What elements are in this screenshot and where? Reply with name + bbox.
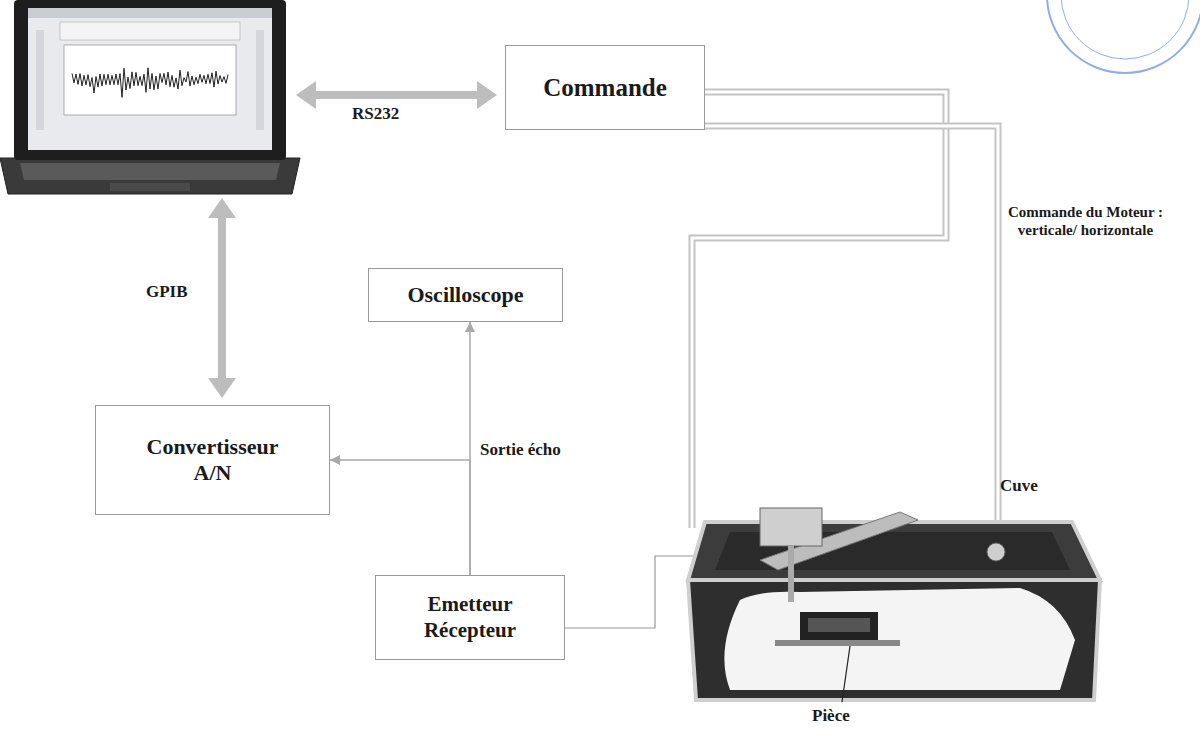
arrow-head <box>330 455 340 465</box>
note-label: Commande du Moteur : verticale/ horizont… <box>978 203 1193 239</box>
part-name: Cuve <box>1000 476 1038 496</box>
laptop <box>0 0 300 194</box>
box-label: Commande <box>543 73 667 103</box>
motor-cable <box>692 92 998 548</box>
control-box: Commande <box>505 45 705 130</box>
leader-line <box>842 646 850 702</box>
gpib-link <box>208 198 236 398</box>
part-name: Pièce <box>812 706 850 726</box>
box-label: Oscilloscope <box>407 282 523 308</box>
transceiver-box: Emetteur Récepteur <box>375 575 565 660</box>
bus-label: RS232 <box>352 104 399 124</box>
stamp <box>1047 0 1200 73</box>
signal-connector <box>330 455 470 575</box>
tank <box>688 508 1100 700</box>
converter-box: Convertisseur A/N <box>95 405 330 515</box>
box-label: Emetteur Récepteur <box>408 592 533 642</box>
arrow-head <box>465 322 475 332</box>
oscilloscope-box: Oscilloscope <box>368 268 563 322</box>
connector-line <box>330 460 470 575</box>
bus-label: GPIB <box>146 282 188 302</box>
signal-label: Sortie écho <box>478 440 563 460</box>
box-label: Convertisseur A/N <box>128 434 298 487</box>
